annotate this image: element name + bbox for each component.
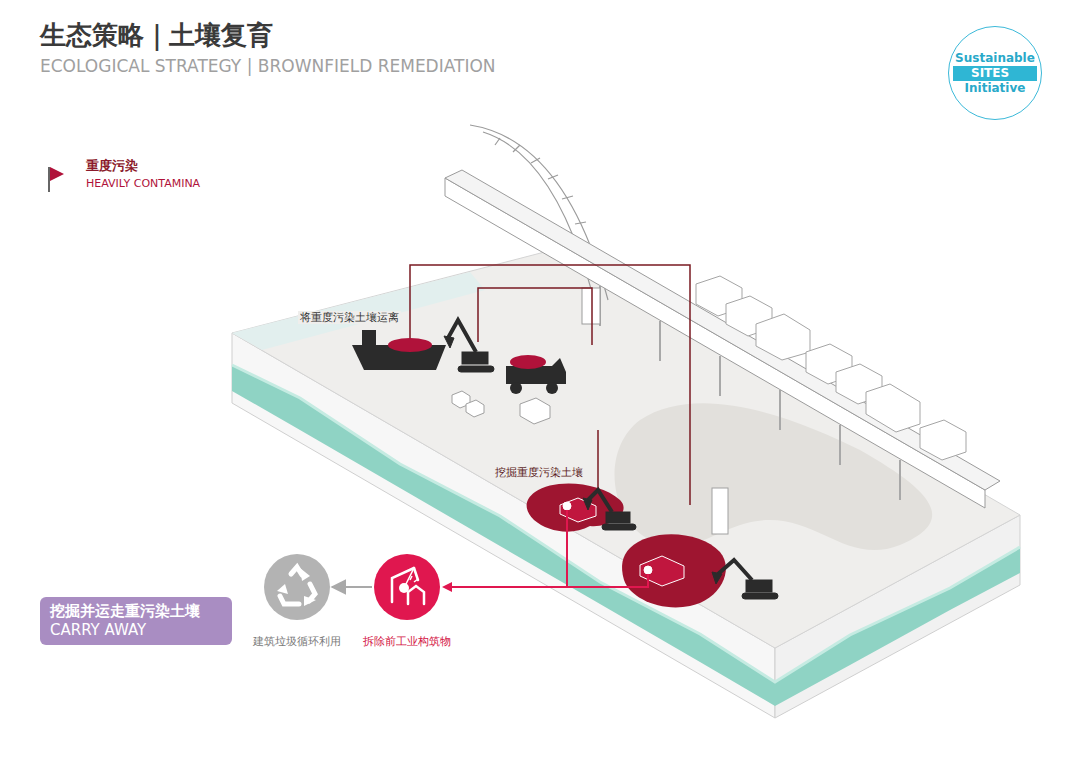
box-subheading: CARRY AWAY xyxy=(50,621,222,640)
bridge-tower xyxy=(582,288,600,324)
callout-label: 将重度污染土壤运离 xyxy=(298,311,401,324)
ship xyxy=(352,330,446,370)
flag-symbol xyxy=(49,167,64,192)
pit xyxy=(622,534,726,607)
pit-boxes xyxy=(560,498,684,586)
excavator xyxy=(712,560,778,599)
bridge-deck-top xyxy=(445,170,1000,490)
page-title: 生态策略｜土壤复育 xyxy=(40,20,273,51)
dump-truck xyxy=(506,355,566,394)
buildings xyxy=(696,276,966,460)
logo-circle: SustainableSITESInitiative xyxy=(948,26,1042,120)
logo-text: Initiative xyxy=(965,81,1026,96)
box-heading: 挖掘并运走重污染土壤 xyxy=(50,602,222,621)
logo-band-text: SITES xyxy=(953,66,1037,81)
circle-label: 建筑垃圾循环利用 xyxy=(253,634,341,649)
excavator xyxy=(444,320,494,372)
bridge-deck xyxy=(445,178,985,508)
red-arrowhead xyxy=(442,582,452,592)
leader-lines xyxy=(410,265,690,505)
icon-circle: 拆除前工业构筑物 xyxy=(374,554,440,620)
legend-subtext: HEAVILY CONTAMINA xyxy=(86,177,200,190)
demolish-icon xyxy=(374,554,440,620)
recycle-icon xyxy=(264,554,330,620)
callout-label: 挖掘重度污染土壤 xyxy=(493,466,585,479)
red-leader xyxy=(444,510,648,587)
logo-text: Sustainable xyxy=(955,51,1035,66)
flow-arrow xyxy=(332,586,372,588)
subtitle: ECOLOGICAL STRATEGY | BROWNFIELD REMEDIA… xyxy=(40,56,496,76)
riverbank xyxy=(232,272,485,350)
legend-text: 重度污染 xyxy=(86,158,138,174)
circle-label: 拆除前工业构筑物 xyxy=(363,634,451,649)
strategy-box: 挖掘并运走重污染土壤CARRY AWAY xyxy=(40,597,232,645)
excavator xyxy=(583,490,636,530)
blocks xyxy=(452,391,728,534)
bridge-pillars xyxy=(600,286,900,500)
icon-circle: 建筑垃圾循环利用 xyxy=(264,554,330,620)
